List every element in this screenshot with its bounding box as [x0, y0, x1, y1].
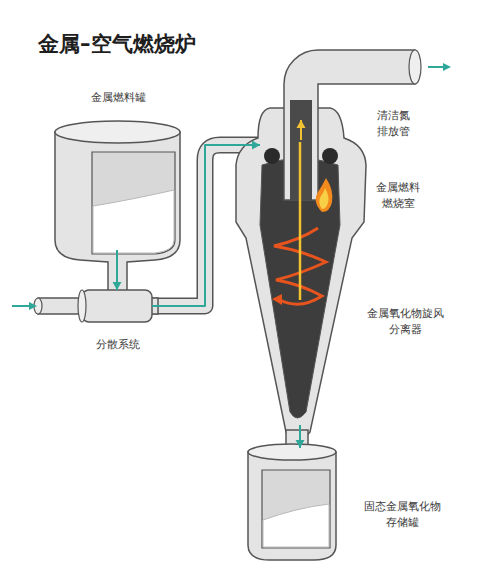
- cyclone-separator: 金属氧化物旋风 分离器: [266, 240, 334, 425]
- exhaust-pipe-drawing: [284, 50, 421, 200]
- outlet-arrow: [428, 63, 451, 71]
- flow-connector: [296, 425, 305, 448]
- combustion-chamber: 金属燃料 燃烧室: [260, 140, 340, 235]
- connector-line: [299, 425, 301, 448]
- arrow-head: [296, 440, 305, 448]
- part-label: 分散系统: [92, 337, 144, 353]
- diagram-title: 金属–空气燃烧炉: [38, 30, 196, 58]
- fuel-tank: 金属燃料罐: [55, 125, 180, 250]
- arrow-head: [297, 120, 306, 128]
- gas-flow-line: [299, 142, 302, 300]
- flame-core: [319, 188, 328, 209]
- connector-line: [152, 145, 260, 306]
- arrow-head: [252, 141, 260, 150]
- part-label: 清洁氮 排放管: [373, 108, 414, 140]
- dispersion-drawing: [34, 290, 158, 322]
- flow-connector: [113, 250, 122, 290]
- storage-tank: 固态金属氧化物 存储罐: [248, 448, 336, 560]
- furnace-body-drawing: [236, 108, 366, 440]
- exhaust-pipe: 清洁氮 排放管: [284, 50, 318, 120]
- part-label: 金属氧化物旋风 分离器: [363, 306, 448, 338]
- arrow-head: [113, 282, 122, 290]
- storage-tank-drawing: [248, 430, 336, 560]
- flow-connector: [152, 141, 260, 307]
- part-label: 金属燃料 燃烧室: [372, 180, 424, 212]
- connector-line: [300, 120, 302, 140]
- connector-line: [116, 250, 118, 290]
- flame-symbol: [316, 178, 333, 212]
- part-label: 金属燃料罐: [87, 90, 150, 106]
- inlet-arrow: [12, 302, 37, 310]
- flow-connector: [297, 120, 306, 140]
- fuel-tank-drawing: [55, 121, 180, 292]
- part-label: 固态金属氧化物 存储罐: [360, 499, 445, 531]
- dispersion-system: 分散系统: [82, 290, 152, 322]
